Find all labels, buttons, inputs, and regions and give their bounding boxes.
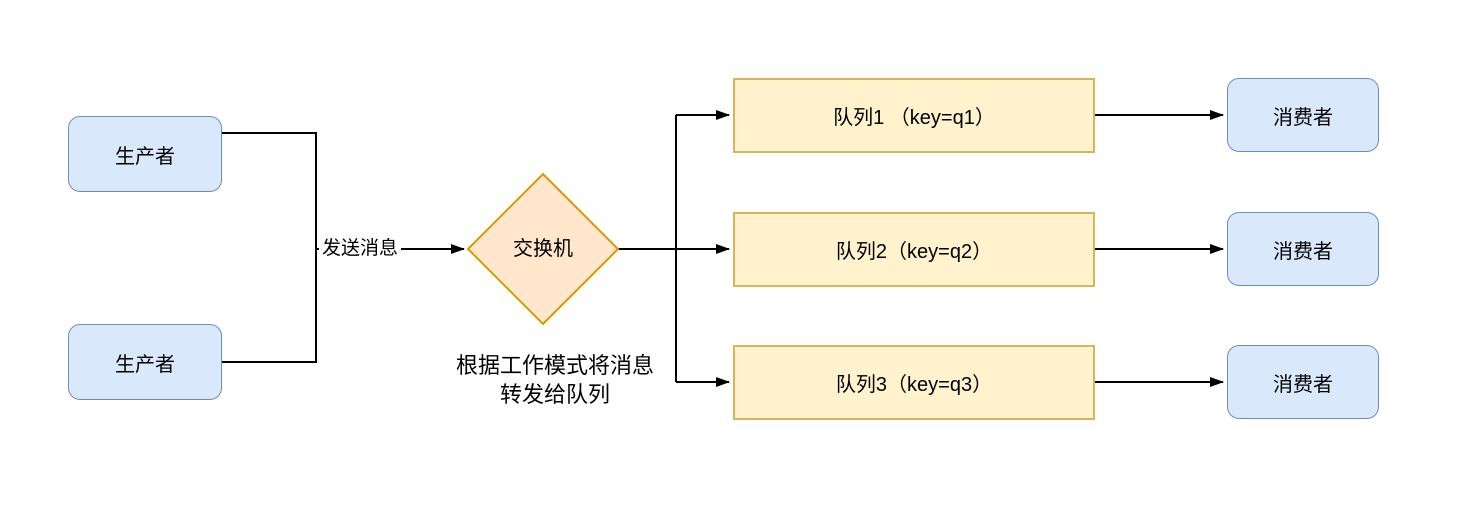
queue-node-1: 队列1 （key=q1） (733, 78, 1095, 153)
consumer-node-3: 消费者 (1227, 345, 1379, 419)
exchange-label: 交换机 (513, 238, 573, 260)
exchange-annotation: 根据工作模式将消息 转发给队列 (425, 351, 685, 409)
queue-label-1: 队列1 （key=q1） (833, 107, 995, 129)
consumer-node-1: 消费者 (1227, 78, 1379, 152)
queue-node-3: 队列3（key=q3） (733, 345, 1095, 420)
queue-label-2: 队列2（key=q2） (835, 241, 993, 263)
producer-node-1: 生产者 (68, 116, 222, 192)
producer-label-1: 生产者 (115, 145, 175, 168)
edge-label-send-message: 发送消息 (319, 237, 402, 261)
exchange-annotation-line2: 转发给队列 (499, 382, 610, 407)
consumer-label-1: 消费者 (1273, 106, 1333, 129)
exchange-diamond-shape (466, 172, 620, 326)
consumer-node-2: 消费者 (1227, 212, 1379, 286)
producer-label-2: 生产者 (115, 353, 175, 376)
queue-node-2: 队列2（key=q2） (733, 212, 1095, 287)
exchange-annotation-line1: 根据工作模式将消息 (455, 353, 654, 378)
edge-producers-junction (222, 132, 317, 363)
consumer-label-3: 消费者 (1273, 373, 1333, 396)
queue-label-3: 队列3（key=q3） (835, 374, 993, 396)
consumer-label-2: 消费者 (1273, 240, 1333, 263)
producer-node-2: 生产者 (68, 324, 222, 400)
